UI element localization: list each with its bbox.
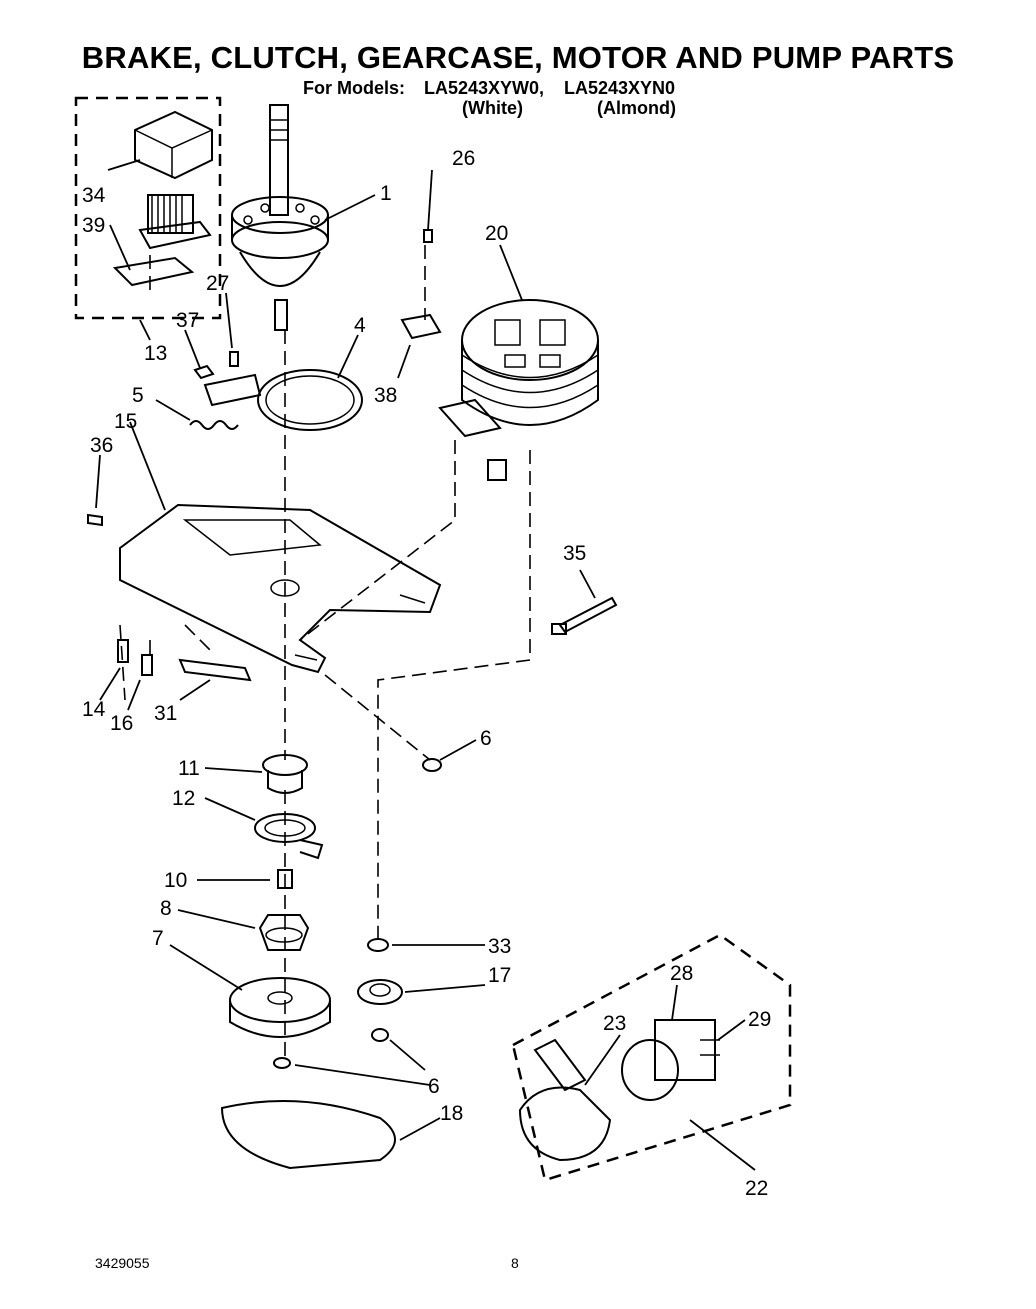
callout-6-upper: 6	[480, 727, 492, 750]
model-color-white: (White)	[462, 98, 523, 118]
models-prefix: For Models:	[303, 78, 405, 98]
centerline-motor-shaft	[377, 450, 531, 940]
callout-6-lower: 6	[428, 1075, 440, 1098]
capacitor-cover	[134, 110, 213, 180]
callout-13: 13	[144, 342, 167, 365]
callout-labels: 1 26 20 4 27 37 5 15 36 34 39 13 38 35 1…	[82, 147, 771, 1200]
callout-37: 37	[176, 309, 199, 332]
nut-6-upper	[422, 758, 442, 772]
callout-16: 16	[110, 712, 133, 735]
model-number-almond: LA5243XYN0	[564, 78, 676, 98]
callout-31: 31	[154, 702, 177, 725]
pump-housing-23	[518, 1038, 612, 1162]
callout-1: 1	[380, 182, 392, 205]
pad-31	[178, 658, 252, 682]
callout-38: 38	[374, 384, 397, 407]
callout-14: 14	[82, 698, 106, 721]
document-number: 3429055	[95, 1255, 150, 1271]
callout-11: 11	[178, 757, 200, 780]
gearcase-assembly	[231, 104, 329, 331]
page-number: 8	[511, 1255, 519, 1271]
wire-tie	[551, 596, 618, 635]
pump-group-box	[511, 933, 792, 1182]
pump-motor-28	[621, 1019, 720, 1101]
callout-36: 36	[90, 434, 113, 457]
screw-14	[117, 639, 129, 663]
leader-lines	[95, 159, 756, 1171]
callout-12: 12	[172, 787, 195, 810]
model-number-white: LA5243XYW0,	[424, 78, 545, 98]
centerline-motor-mount	[299, 440, 456, 641]
brake-assembly	[203, 369, 363, 431]
screw-16	[141, 654, 153, 676]
washer-33	[367, 938, 389, 952]
capacitor	[138, 194, 212, 250]
bearing-11	[262, 754, 308, 794]
callout-15: 15	[114, 410, 137, 433]
callout-7: 7	[152, 927, 164, 950]
nut-6-lower	[273, 1057, 291, 1069]
callout-23: 23	[603, 1012, 626, 1035]
callout-8: 8	[160, 897, 172, 920]
callout-22: 22	[745, 1177, 768, 1200]
callout-10: 10	[164, 869, 187, 892]
centerline-nut	[324, 674, 431, 761]
nut-6-pump	[371, 1028, 389, 1042]
callout-4: 4	[354, 314, 366, 337]
callout-20: 20	[485, 222, 508, 245]
clip-37	[193, 364, 215, 380]
base-plate	[119, 503, 442, 674]
retainer-12	[254, 813, 324, 860]
callout-18: 18	[440, 1102, 463, 1125]
pulley-7	[229, 977, 331, 1038]
pin-27	[229, 351, 239, 367]
callout-35: 35	[563, 542, 586, 565]
brake-spring	[189, 420, 239, 430]
callout-26: 26	[452, 147, 475, 170]
screw-26	[423, 229, 433, 243]
callout-27: 27	[206, 272, 229, 295]
callout-29: 29	[748, 1008, 771, 1031]
motor	[438, 299, 599, 481]
centerline-screws	[119, 624, 211, 701]
drive-belt-18	[220, 1099, 396, 1170]
callout-5: 5	[132, 384, 144, 407]
callout-34: 34	[82, 184, 106, 207]
capacitor-group-box	[74, 96, 222, 320]
callout-17: 17	[488, 964, 511, 987]
page-title: BRAKE, CLUTCH, GEARCASE, MOTOR AND PUMP …	[81, 40, 955, 75]
callout-33: 33	[488, 935, 511, 958]
pulley-17	[357, 979, 403, 1005]
screw-36	[87, 513, 103, 527]
callout-39: 39	[82, 214, 105, 237]
clutch-8	[258, 914, 310, 951]
motor-bracket-38	[400, 313, 442, 340]
model-color-almond: (Almond)	[597, 98, 676, 118]
callout-28: 28	[670, 962, 693, 985]
capacitor-bracket	[112, 256, 195, 287]
